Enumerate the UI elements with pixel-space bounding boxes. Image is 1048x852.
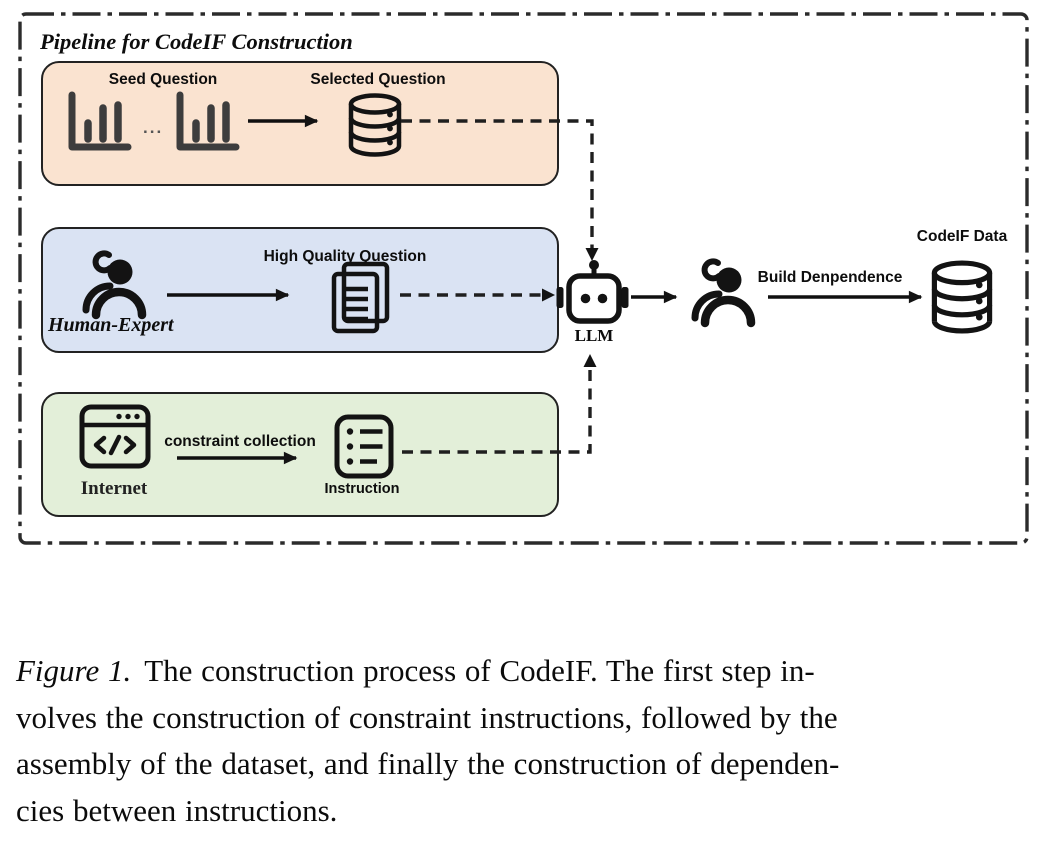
figure-frame (18, 12, 1029, 545)
build-dependence-label: Build Denpendence (758, 269, 903, 286)
selected-question-label: Selected Question (310, 71, 445, 88)
up-arrowhead (583, 354, 597, 367)
caption-line-1: Figure 1.The construction process of Cod… (16, 653, 815, 688)
dashed-connectors (400, 119, 599, 454)
human-expert-label: Human-Expert (47, 314, 175, 336)
instruction-label: Instruction (325, 481, 400, 497)
instruction-to-llm-connector (402, 367, 592, 454)
seed-question-panel: Seed Question Selected Question ... (41, 61, 559, 186)
right-arrowhead (542, 288, 555, 302)
instruction-list-icon (334, 414, 394, 479)
internet-panel-bg (41, 392, 559, 517)
internet-label: Internet (81, 478, 148, 499)
pipeline-diagram: Pipeline for CodeIF Construction Seed Qu… (18, 12, 1029, 545)
llm-label: LLM (575, 326, 614, 345)
internet-panel: Internet constraint collection Instructi… (41, 392, 559, 517)
browser-code-icon (79, 404, 151, 469)
selected-to-llm-connector (401, 119, 594, 248)
high-quality-question-label: High Quality Question (264, 248, 427, 265)
figure-number: Figure 1. (16, 653, 132, 688)
figure-title: Pipeline for CodeIF Construction (39, 29, 353, 54)
codeif-data-label: CodeIF Data (917, 228, 1008, 245)
ellipsis-text: ... (143, 118, 163, 137)
caption-line-4: cies between instructions. (16, 792, 338, 828)
caption-line-2: volves the construction of constraint in… (16, 699, 838, 735)
seed-panel-bg (41, 61, 559, 186)
codeif-data-database-icon (934, 263, 989, 331)
down-arrowhead (585, 248, 599, 261)
seed-question-label: Seed Question (109, 71, 218, 88)
figure-caption: Figure 1.The construction process of Cod… (16, 648, 1036, 834)
caption-line-3: assembly of the dataset, and finally the… (16, 746, 840, 781)
llm-robot-icon (556, 260, 629, 324)
constraint-collection-label: constraint collection (164, 433, 316, 450)
people-icon (695, 261, 751, 323)
documents-icon (331, 261, 390, 334)
human-expert-panel: High Quality Question Human-Expert (41, 227, 559, 353)
